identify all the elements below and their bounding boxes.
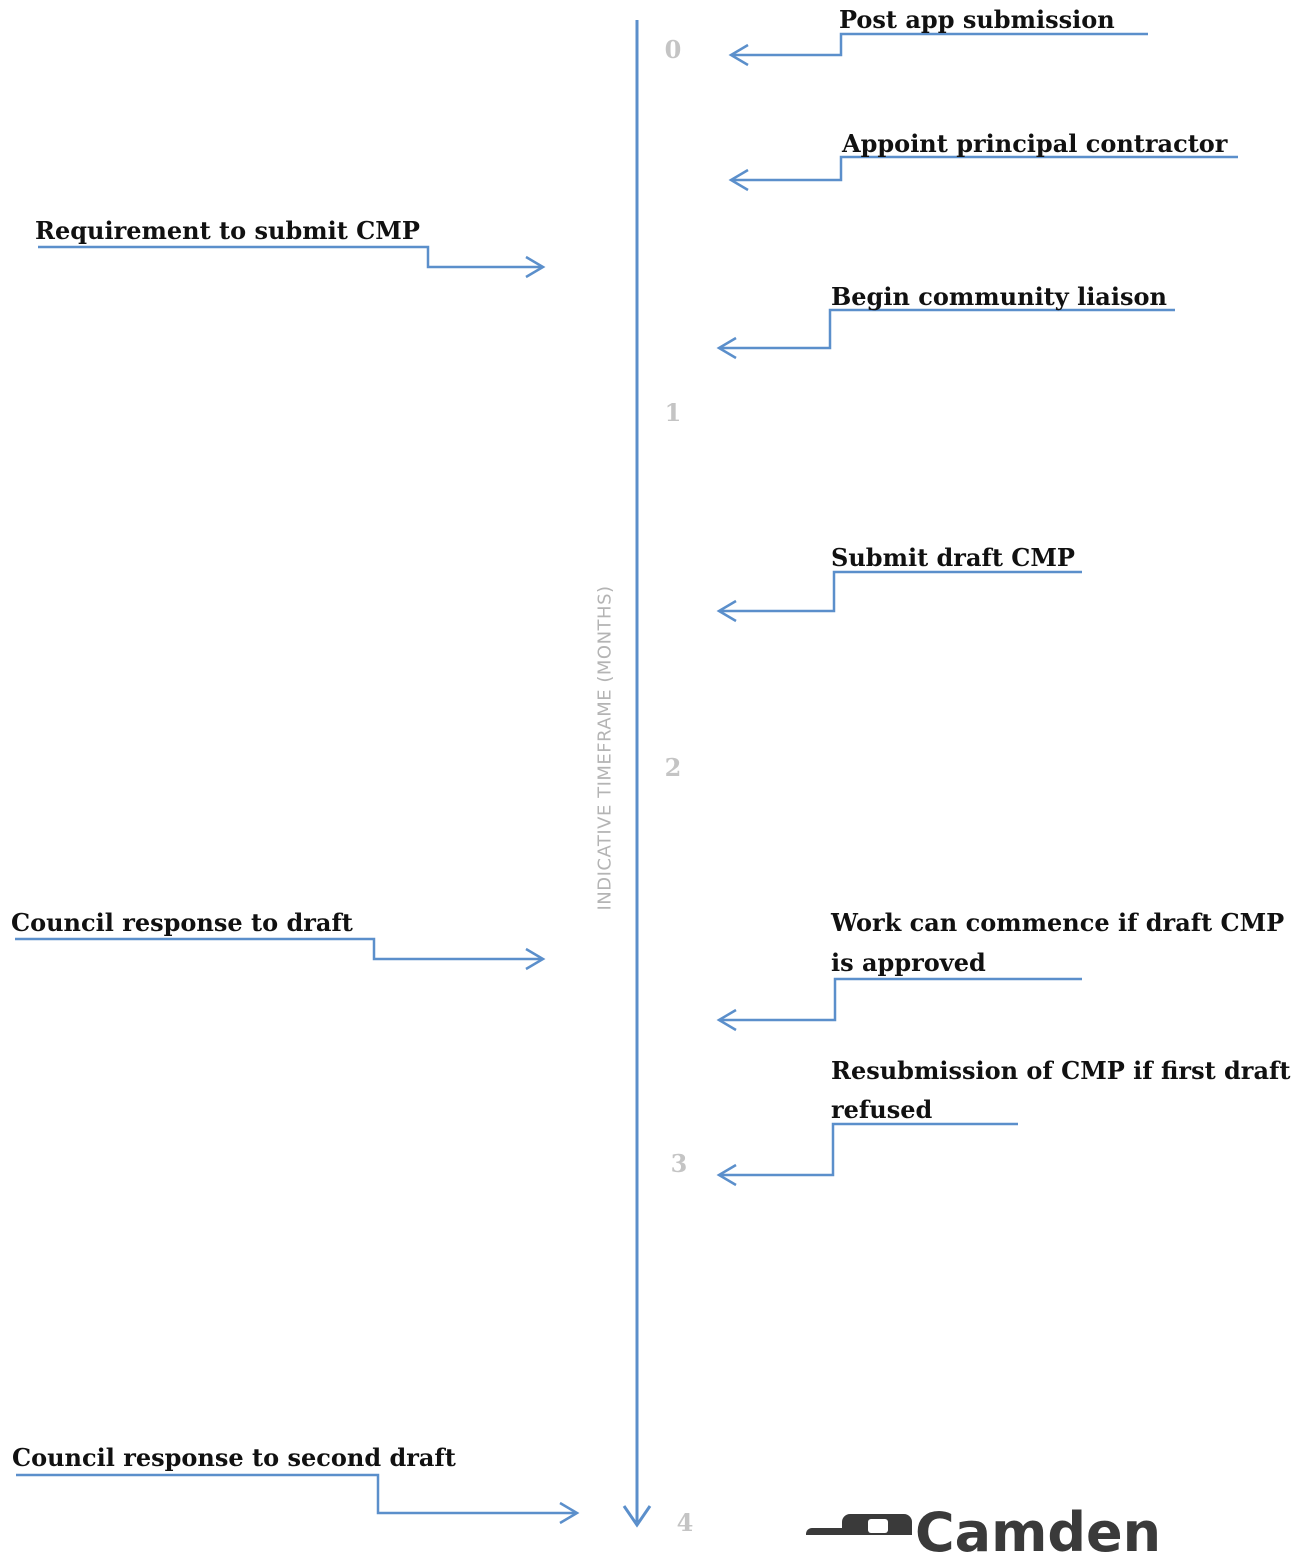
camden-logo-text: Camden (915, 1501, 1162, 1564)
tick-1: 1 (664, 398, 682, 427)
connector-appoint-principal-contractor (733, 155, 1238, 182)
step-resubmission-line1: Resubmission of CMP if first draft (831, 1056, 1291, 1085)
arrowhead-council-response-draft (525, 947, 546, 971)
tick-4: 4 (676, 1508, 694, 1537)
step-work-can-commence-line2: is approved (831, 948, 986, 977)
step-council-response-to-second-draft: Council response to second draft (12, 1443, 456, 1472)
step-requirement-to-submit-cmp: Requirement to submit CMP (35, 216, 420, 245)
tick-2: 2 (664, 753, 682, 782)
connector-resubmission (721, 1122, 1018, 1177)
connector-begin-community-liaison (721, 308, 1175, 350)
arrowhead-council-response-second-draft (559, 1501, 580, 1525)
arrowhead-post-app-submission (728, 43, 749, 67)
axis-title: INDICATIVE TIMEFRAME (MONTHS) (594, 585, 616, 911)
arrowhead-submit-draft-cmp (716, 599, 737, 623)
arrowhead-resubmission (716, 1163, 737, 1187)
arrowhead-requirement-to-submit (525, 255, 546, 279)
connector-post-app-submission (733, 32, 1148, 57)
connector-council-response-draft (15, 937, 541, 961)
connector-requirement-to-submit (38, 245, 541, 269)
arrowhead-work-can-commence (716, 1008, 737, 1032)
tick-3: 3 (670, 1149, 688, 1178)
connector-work-can-commence (721, 977, 1082, 1022)
arrowhead-appoint-principal-contractor (728, 168, 749, 192)
connector-council-response-second-draft (16, 1473, 575, 1515)
step-work-can-commence-line1: Work can commence if draft CMP (831, 908, 1285, 937)
step-council-response-to-draft: Council response to draft (11, 908, 353, 937)
camden-logo-mark (806, 1514, 912, 1535)
step-begin-community-liaison: Begin community liaison (831, 282, 1167, 311)
tick-0: 0 (664, 35, 682, 64)
step-submit-draft-cmp: Submit draft CMP (831, 543, 1075, 572)
arrowhead-begin-community-liaison (716, 336, 737, 360)
timeline-axis-arrowhead (622, 1505, 652, 1528)
step-appoint-principal-contractor: Appoint principal contractor (842, 129, 1228, 158)
step-post-app-submission: Post app submission (839, 5, 1115, 34)
step-resubmission-line2: refused (831, 1095, 933, 1124)
connector-submit-draft-cmp (721, 570, 1082, 613)
